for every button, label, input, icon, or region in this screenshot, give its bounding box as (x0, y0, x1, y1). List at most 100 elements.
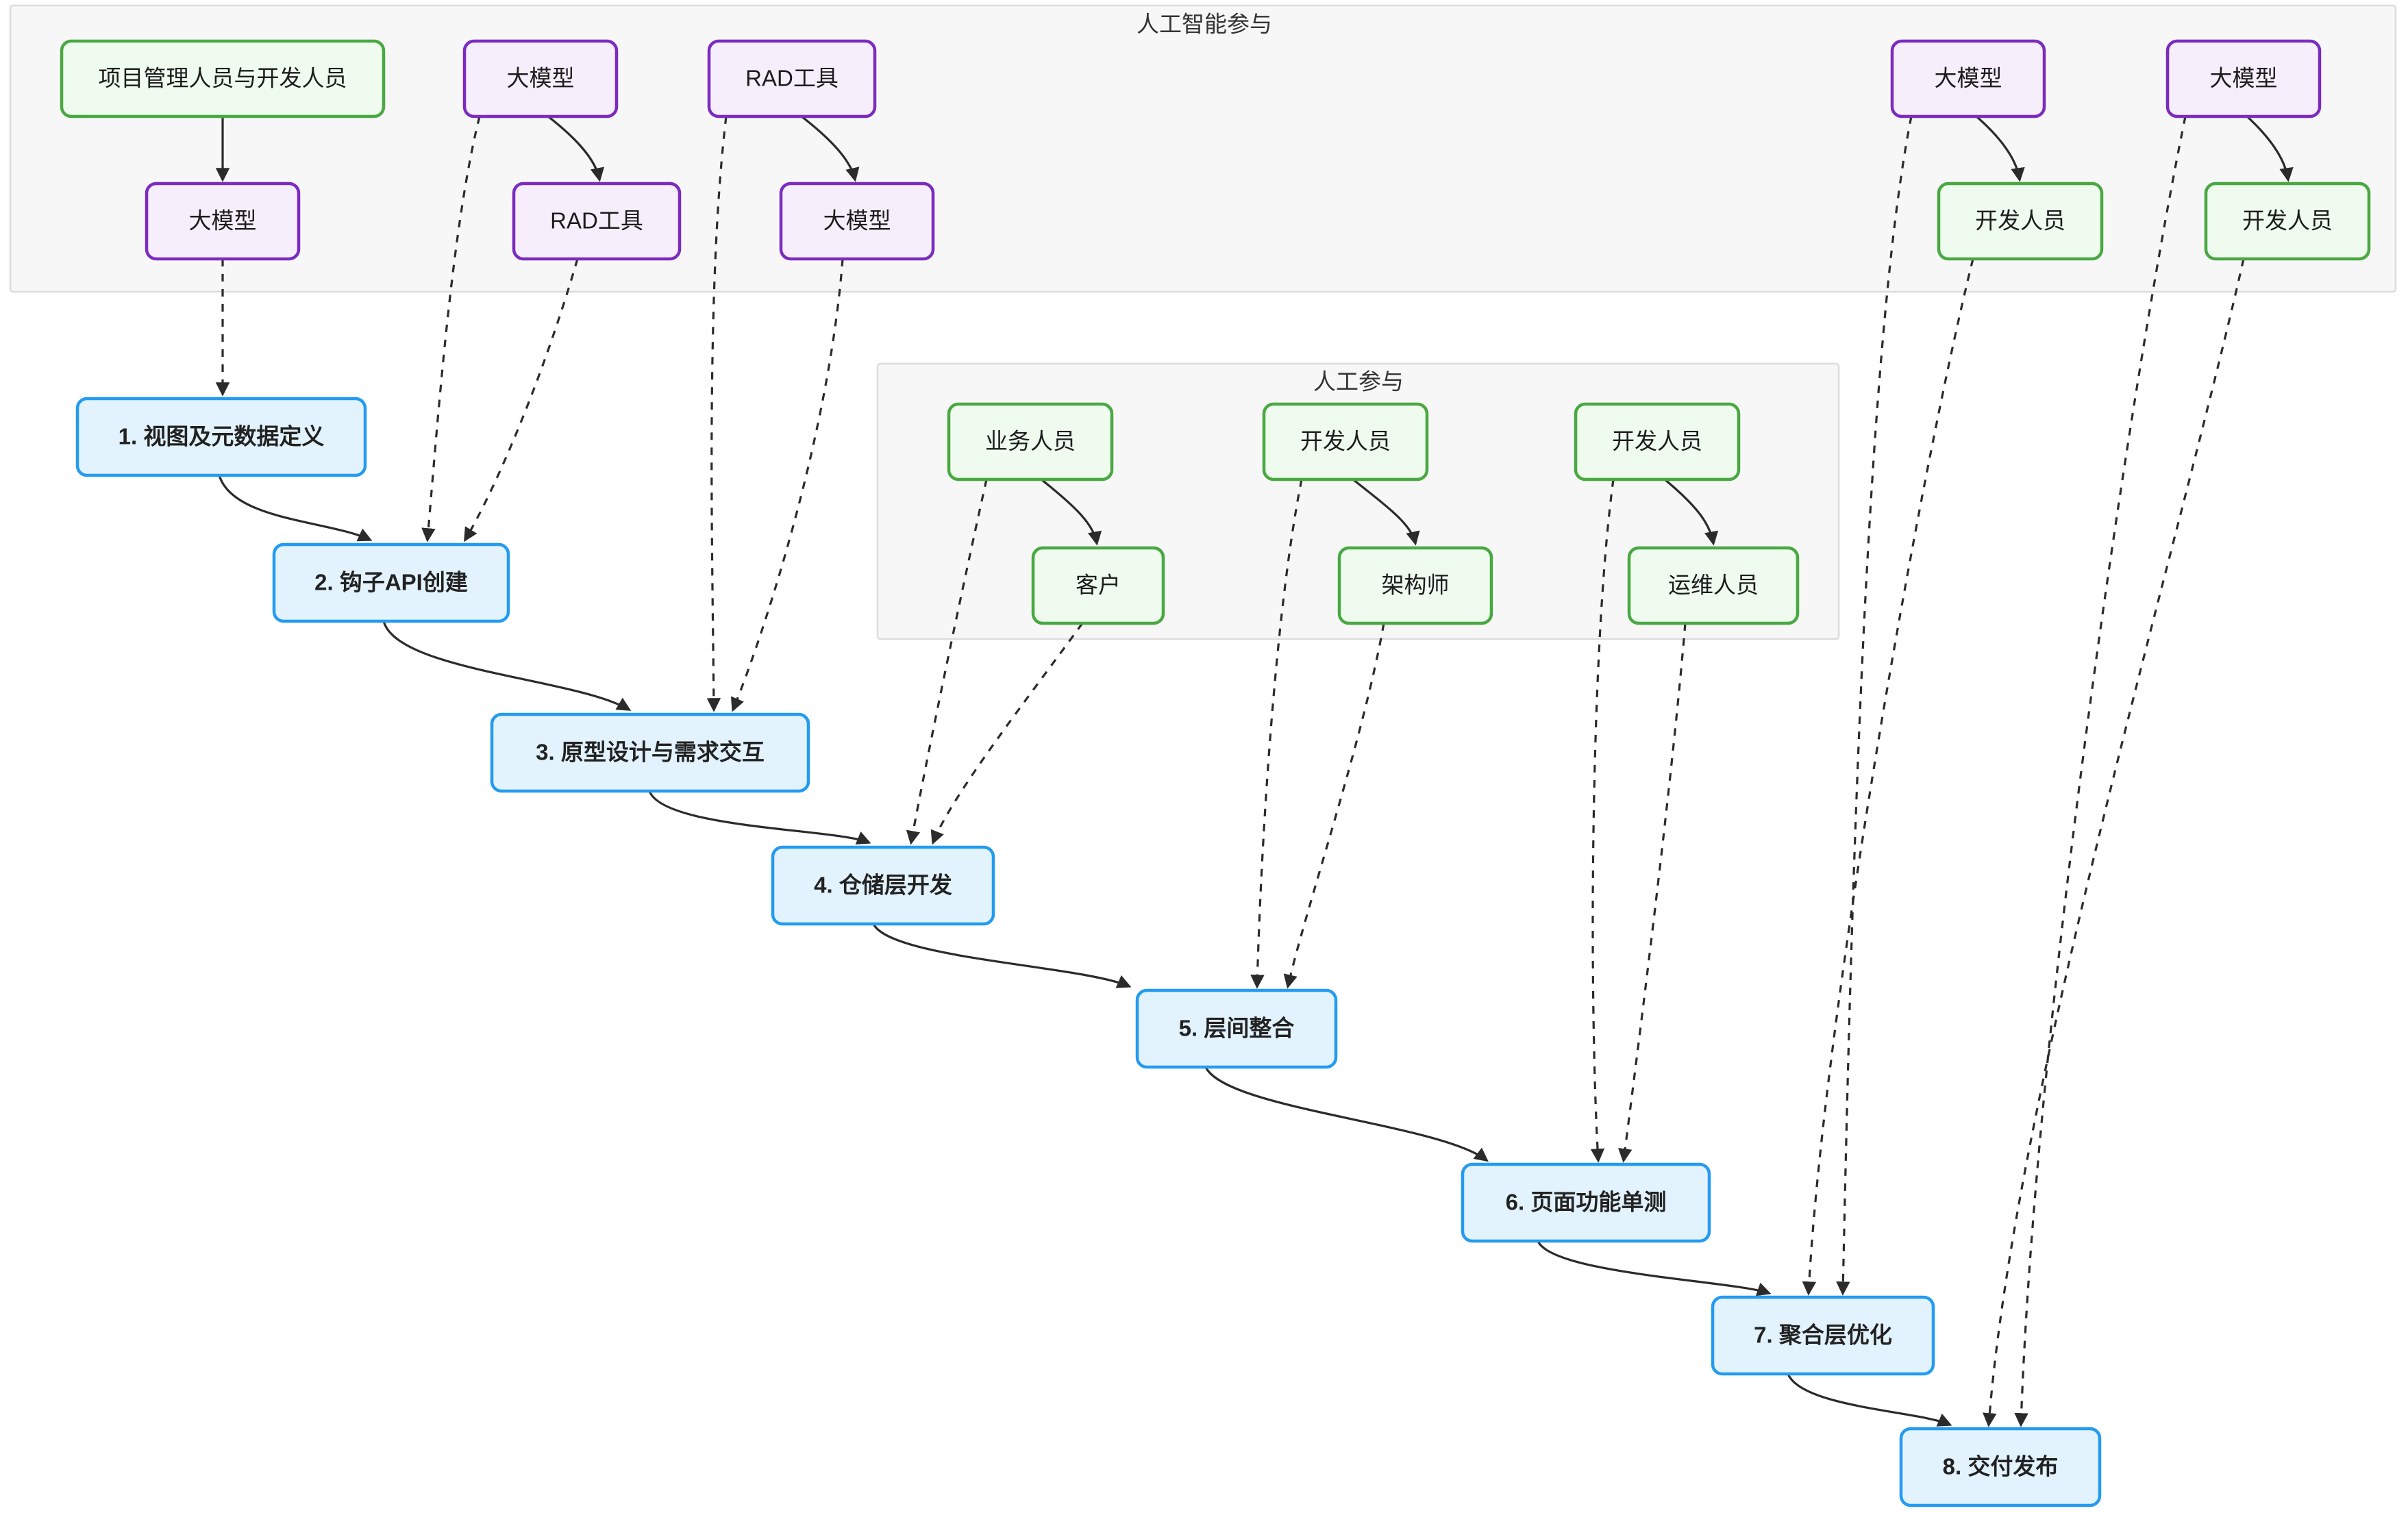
node-box[interactable] (707, 39, 877, 118)
node-s1[interactable]: 1. 视图及元数据定义 (75, 397, 367, 477)
node-box[interactable] (1937, 181, 2104, 261)
edge-dev_m1-to-s5 (1250, 479, 1303, 989)
node-pm[interactable]: 项目管理人员与开发人员 (60, 39, 386, 118)
node-label: 6. 页面功能单测 (1506, 1190, 1667, 1215)
edge-dev_m2-to-s6 (1590, 479, 1615, 1163)
node-label: 运维人员 (1668, 573, 1759, 598)
node-box[interactable] (1899, 1427, 2102, 1507)
edge-s7-to-s8 (1787, 1373, 1952, 1427)
node-label: 架构师 (1382, 573, 1450, 598)
edge-llm2-to-s2 (421, 116, 481, 542)
node-dev_r1[interactable]: 开发人员 (1937, 181, 2104, 261)
node-dev_m2[interactable]: 开发人员 (1574, 402, 1741, 481)
node-box[interactable] (490, 712, 810, 793)
node-box[interactable] (1262, 402, 1429, 481)
node-llm1[interactable]: 大模型 (145, 181, 301, 261)
edge-rad1-to-s2 (464, 258, 579, 542)
node-arch[interactable]: 架构师 (1337, 546, 1493, 625)
edge-llm3-to-s3 (730, 258, 844, 712)
node-label: 2. 钩子API创建 (314, 570, 468, 595)
edge-s5-to-s6 (1204, 1066, 1489, 1162)
node-s3[interactable]: 3. 原型设计与需求交互 (490, 712, 810, 793)
node-box[interactable] (1890, 39, 2046, 118)
edge-s2-to-s3 (382, 621, 632, 711)
node-label: 开发人员 (1300, 429, 1391, 454)
edge-dev_m2-to-ops (1663, 478, 1719, 546)
node-layer: 项目管理人员与开发人员大模型大模型RAD工具RAD工具大模型大模型开发人员大模型… (60, 39, 2371, 1507)
node-box[interactable] (1627, 546, 1800, 625)
node-box[interactable] (462, 39, 619, 118)
node-box[interactable] (1574, 402, 1741, 481)
edge-s3-to-s4 (648, 790, 871, 845)
node-llm4[interactable]: 大模型 (1890, 39, 2046, 118)
node-llm2[interactable]: 大模型 (462, 39, 619, 118)
node-box[interactable] (512, 181, 682, 261)
edge-biz-to-s4 (906, 479, 988, 845)
node-label: 项目管理人员与开发人员 (99, 66, 347, 91)
node-label: 大模型 (1935, 66, 2002, 91)
edge-ops-to-s6 (1617, 623, 1687, 1163)
node-s7[interactable]: 7. 聚合层优化 (1711, 1295, 1935, 1376)
node-box[interactable] (145, 181, 301, 261)
edge-llm5-to-s8 (2014, 116, 2187, 1427)
node-box[interactable] (1031, 546, 1165, 625)
node-label: 4. 仓储层开发 (814, 873, 952, 898)
cluster-title: 人工参与 (1313, 369, 1404, 395)
edge-llm5-to-dev_r2 (2246, 115, 2294, 182)
node-label: 开发人员 (2242, 208, 2333, 234)
node-box[interactable] (60, 39, 386, 118)
node-label: RAD工具 (745, 66, 839, 91)
node-label: 业务人员 (985, 429, 1076, 454)
node-box[interactable] (779, 181, 935, 261)
edge-llm4-to-dev_r1 (1975, 115, 2025, 182)
node-ops[interactable]: 运维人员 (1627, 546, 1800, 625)
edge-dev_r2-to-s8 (1983, 258, 2245, 1427)
node-llm3[interactable]: 大模型 (779, 181, 935, 261)
node-label: 客户 (1076, 573, 1121, 598)
node-s5[interactable]: 5. 层间整合 (1135, 988, 1338, 1069)
edge-biz-to-cust (1041, 478, 1102, 546)
node-box[interactable] (771, 845, 995, 926)
node-biz[interactable]: 业务人员 (947, 402, 1114, 481)
edge-s4-to-s5 (872, 923, 1132, 988)
edge-s1-to-s2 (218, 475, 373, 542)
edge-rad2-to-llm3 (801, 115, 860, 182)
node-label: 5. 层间整合 (1179, 1016, 1295, 1041)
node-label: 开发人员 (1975, 208, 2065, 234)
node-box[interactable] (1461, 1162, 1711, 1243)
edge-arch-to-s5 (1283, 623, 1385, 989)
node-label: 开发人员 (1612, 429, 1702, 454)
node-label: 大模型 (823, 208, 891, 234)
node-cust[interactable]: 客户 (1031, 546, 1165, 625)
node-label: 3. 原型设计与需求交互 (536, 740, 765, 765)
node-llm5[interactable]: 大模型 (2165, 39, 2322, 118)
node-dev_r2[interactable]: 开发人员 (2204, 181, 2371, 261)
edge-cust-to-s4 (930, 623, 1084, 845)
node-label: 大模型 (2210, 66, 2278, 91)
node-box[interactable] (2165, 39, 2322, 118)
edge-dev_r1-to-s7 (1802, 258, 1974, 1296)
node-s4[interactable]: 4. 仓储层开发 (771, 845, 995, 926)
node-label: 7. 聚合层优化 (1754, 1323, 1892, 1348)
node-box[interactable] (1337, 546, 1493, 625)
node-label: 大模型 (507, 66, 575, 91)
node-rad2[interactable]: RAD工具 (707, 39, 877, 118)
node-s8[interactable]: 8. 交付发布 (1899, 1427, 2102, 1507)
node-box[interactable] (272, 542, 510, 623)
node-box[interactable] (2204, 181, 2371, 261)
node-label: 大模型 (189, 208, 257, 234)
edge-dev_m1-to-arch (1352, 478, 1420, 546)
edge-llm4-to-s7 (1836, 116, 1913, 1296)
node-s2[interactable]: 2. 钩子API创建 (272, 542, 510, 623)
cluster-title: 人工智能参与 (1137, 12, 1272, 37)
node-box[interactable] (1711, 1295, 1935, 1376)
node-rad1[interactable]: RAD工具 (512, 181, 682, 261)
node-label: RAD工具 (550, 208, 643, 234)
node-box[interactable] (75, 397, 367, 477)
node-dev_m1[interactable]: 开发人员 (1262, 402, 1429, 481)
node-label: 8. 交付发布 (1943, 1454, 2059, 1479)
node-box[interactable] (947, 402, 1114, 481)
node-s6[interactable]: 6. 页面功能单测 (1461, 1162, 1711, 1243)
node-box[interactable] (1135, 988, 1338, 1069)
